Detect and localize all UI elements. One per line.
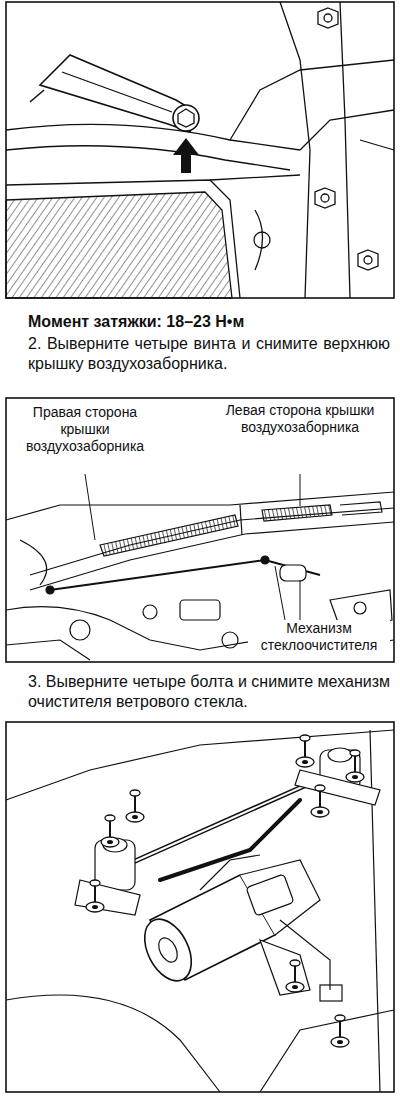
engine-bay-view (6, 398, 394, 662)
step-text: 2. Выверните четыре винта и снимите верх… (28, 334, 390, 374)
wiper-mechanism-view (6, 722, 394, 1092)
part-label: Механизм стеклоочистителя (248, 620, 390, 654)
step-text: 3. Выверните четыре болта и снимите меха… (28, 672, 390, 712)
pointer-arrow (173, 138, 199, 173)
torque-note: Момент затяжки: 18–23 Н•м (28, 312, 390, 332)
part-label: Левая сторона крышки воздухозаборника (212, 402, 388, 436)
cowl-view (6, 2, 394, 298)
part-label: Правая сторона крышки воздухозаборника (10, 404, 160, 455)
